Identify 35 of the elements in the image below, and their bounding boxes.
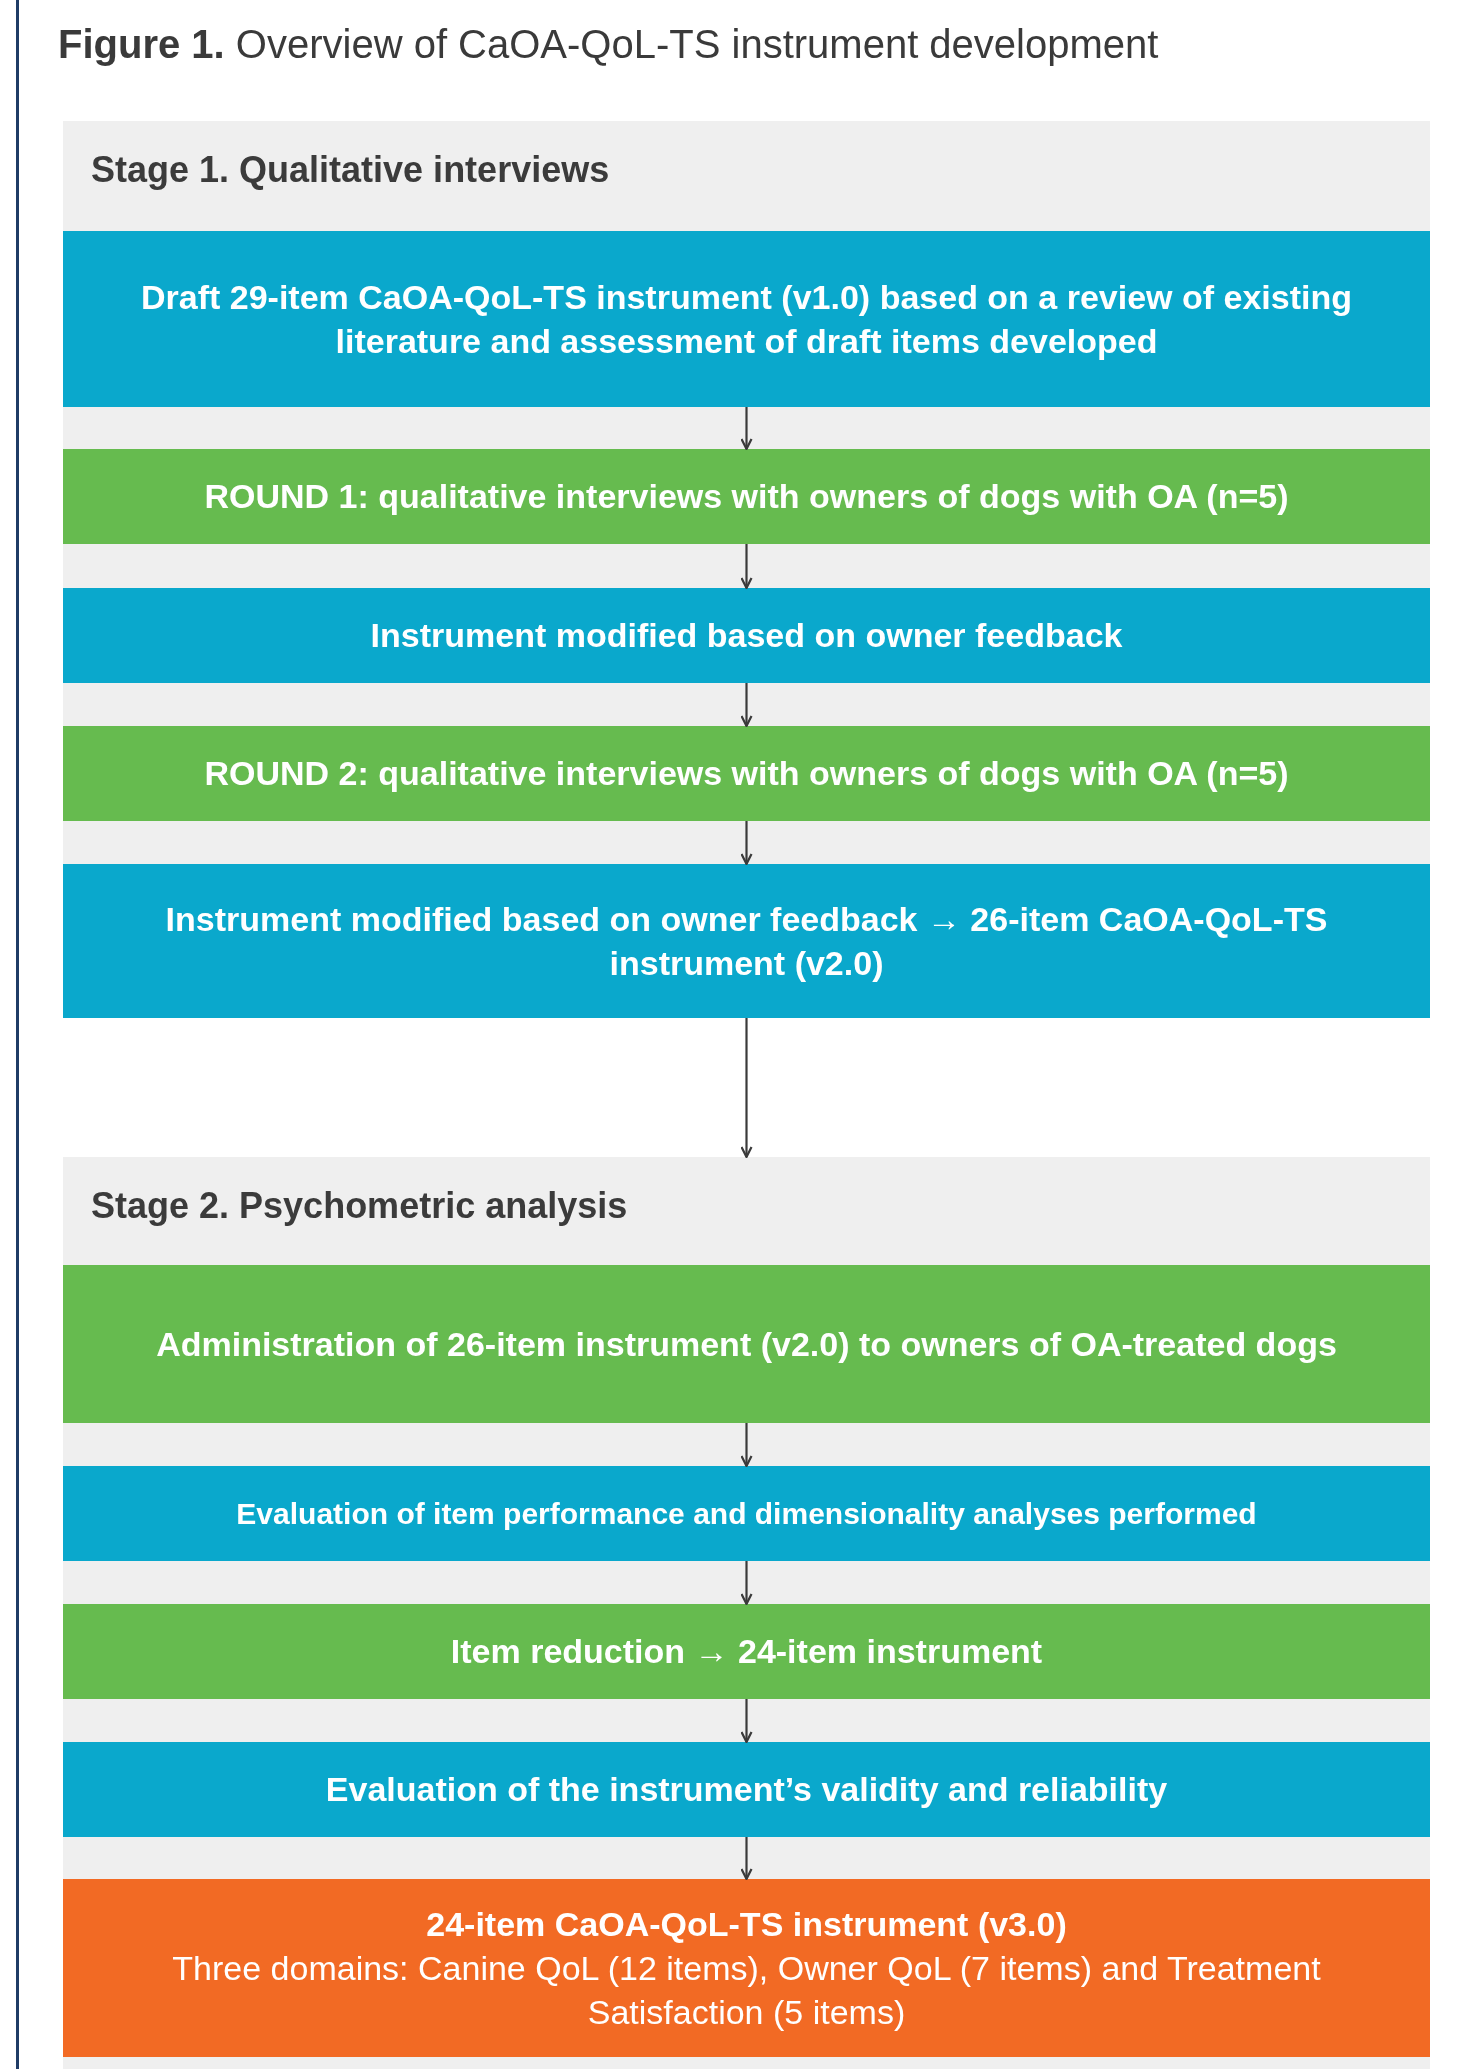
arrow: [740, 407, 753, 451]
box-subtext: Three domains: Canine QoL (12 items), Owner QoL (7 items) and Treatment Satisfaction (5 items): [171, 1947, 1322, 2034]
process-box: [63, 1466, 1430, 1561]
box-text: ROUND 1: qualitative interviews with owners of dogs with OA (n=5): [204, 476, 1289, 518]
arrow: [740, 821, 753, 866]
stage-panel: [63, 121, 1430, 1018]
process-box: [63, 588, 1430, 683]
box-text: Evaluation of item performance and dimensionality analyses performed: [236, 1496, 1257, 1532]
process-box: [63, 1742, 1430, 1837]
process-box: [63, 449, 1430, 544]
arrow: [740, 1837, 753, 1881]
stage-heading: Stage 2. Psychometric analysis: [91, 1185, 628, 1227]
result-box: [63, 1879, 1430, 2057]
arrow: [740, 683, 753, 728]
process-box: [63, 1265, 1430, 1423]
process-box: [63, 864, 1430, 1018]
arrow: [740, 1699, 753, 1744]
box-text: ROUND 2: qualitative interviews with owners of dogs with OA (n=5): [204, 753, 1289, 795]
box-text: Instrument modified based on owner feedback → 26-item CaOA-QoL-TS instrument (v2.0): [164, 898, 1329, 984]
arrow: [740, 1018, 753, 1159]
stage-heading: Stage 1. Qualitative interviews: [91, 149, 610, 191]
box-text: Instrument modified based on owner feedback: [370, 615, 1123, 657]
process-box: [63, 231, 1430, 407]
box-text: Evaluation of the instrument’s validity and reliability: [325, 1769, 1168, 1811]
stage-panel: [63, 1157, 1430, 2069]
process-box: [63, 726, 1430, 821]
box-text: Item reduction → 24-item instrument: [450, 1631, 1043, 1673]
arrow: [740, 1561, 753, 1606]
figure-title: Figure 1. Overview of CaOA-QoL-TS instrument development: [58, 22, 1159, 67]
box-text: Administration of 26-item instrument (v2.0) to owners of OA-treated dogs: [156, 1323, 1337, 1365]
box-text: 24-item CaOA-QoL-TS instrument (v3.0): [426, 1903, 1067, 1945]
process-box: [63, 1604, 1430, 1699]
arrow: [740, 1423, 753, 1468]
box-text: Draft 29-item CaOA-QoL-TS instrument (v1.0) based on a review of existing literature and assessment of draft items developed: [140, 276, 1353, 362]
arrow: [740, 544, 753, 590]
